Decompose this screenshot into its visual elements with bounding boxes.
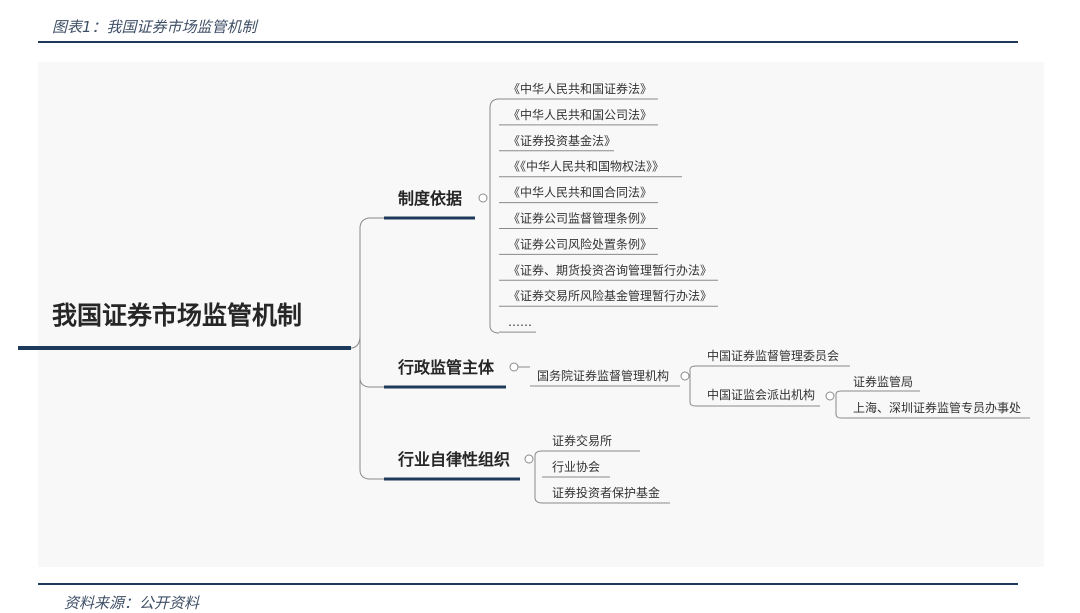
bottom-rule [38,583,1018,585]
basis-item-list: 《中华人民共和国证券法》《中华人民共和国公司法》《证券投资基金法》《《中华人民共… [499,81,718,333]
admin-child-dispatched: 中国证监会派出机构 [707,387,815,402]
trunk-link [359,336,384,388]
collapse-toggle-icon[interactable] [524,454,534,464]
collapse-toggle-icon[interactable] [478,193,488,203]
list-item: 《《中华人民共和国物权法》》 [508,159,664,174]
selfreg-bracket [534,450,543,504]
admin-bracket [689,365,850,407]
list-item: 《证券投资基金法》 [508,133,616,148]
list-item: 《中华人民共和国公司法》 [508,107,652,122]
trunk-link [359,378,384,480]
branch-basis-label: 制度依据 [398,189,462,208]
list-item: 《证券公司监督管理条例》 [508,211,652,226]
source-note: 资料来源：公开资料 [64,594,200,612]
admin-grandchild-bureau: 证券监管局 [853,374,913,389]
branch-admin-label: 行政监管主体 [397,358,495,377]
list-item: 《中华人民共和国合同法》 [508,185,652,200]
top-rule [38,41,1018,43]
diagram-background [38,62,1044,567]
admin-grandchild-office: 上海、深圳证券监管专员办事处 [853,400,1021,415]
admin-node: 国务院证券监督管理机构 [537,368,669,383]
branch-selfreg-label: 行业自律性组织 [397,450,510,469]
list-item: 行业协会 [552,459,600,474]
list-item: 证券交易所 [552,433,612,448]
list-item: 《证券交易所风险基金管理暂行办法》 [508,288,712,303]
list-item: …… [508,315,532,329]
dispatched-bracket [835,390,1030,419]
basis-bracket [489,98,500,334]
root-node: 我国证券市场监管机制 [52,301,302,330]
list-item: 《证券公司风险处置条例》 [508,236,652,251]
collapse-toggle-icon[interactable] [509,362,519,372]
figure-caption: 图表1：我国证券市场监管机制 [52,18,257,36]
list-item: 《证券、期货投资咨询管理暂行办法》 [508,262,712,277]
collapse-toggle-icon[interactable] [680,371,690,381]
list-item: 《中华人民共和国证券法》 [508,81,652,96]
admin-child-csrc: 中国证券监督管理委员会 [707,348,839,363]
list-item: 证券投资者保护基金 [552,485,660,500]
collapse-toggle-icon[interactable] [825,391,835,401]
trunk-link [350,217,384,349]
